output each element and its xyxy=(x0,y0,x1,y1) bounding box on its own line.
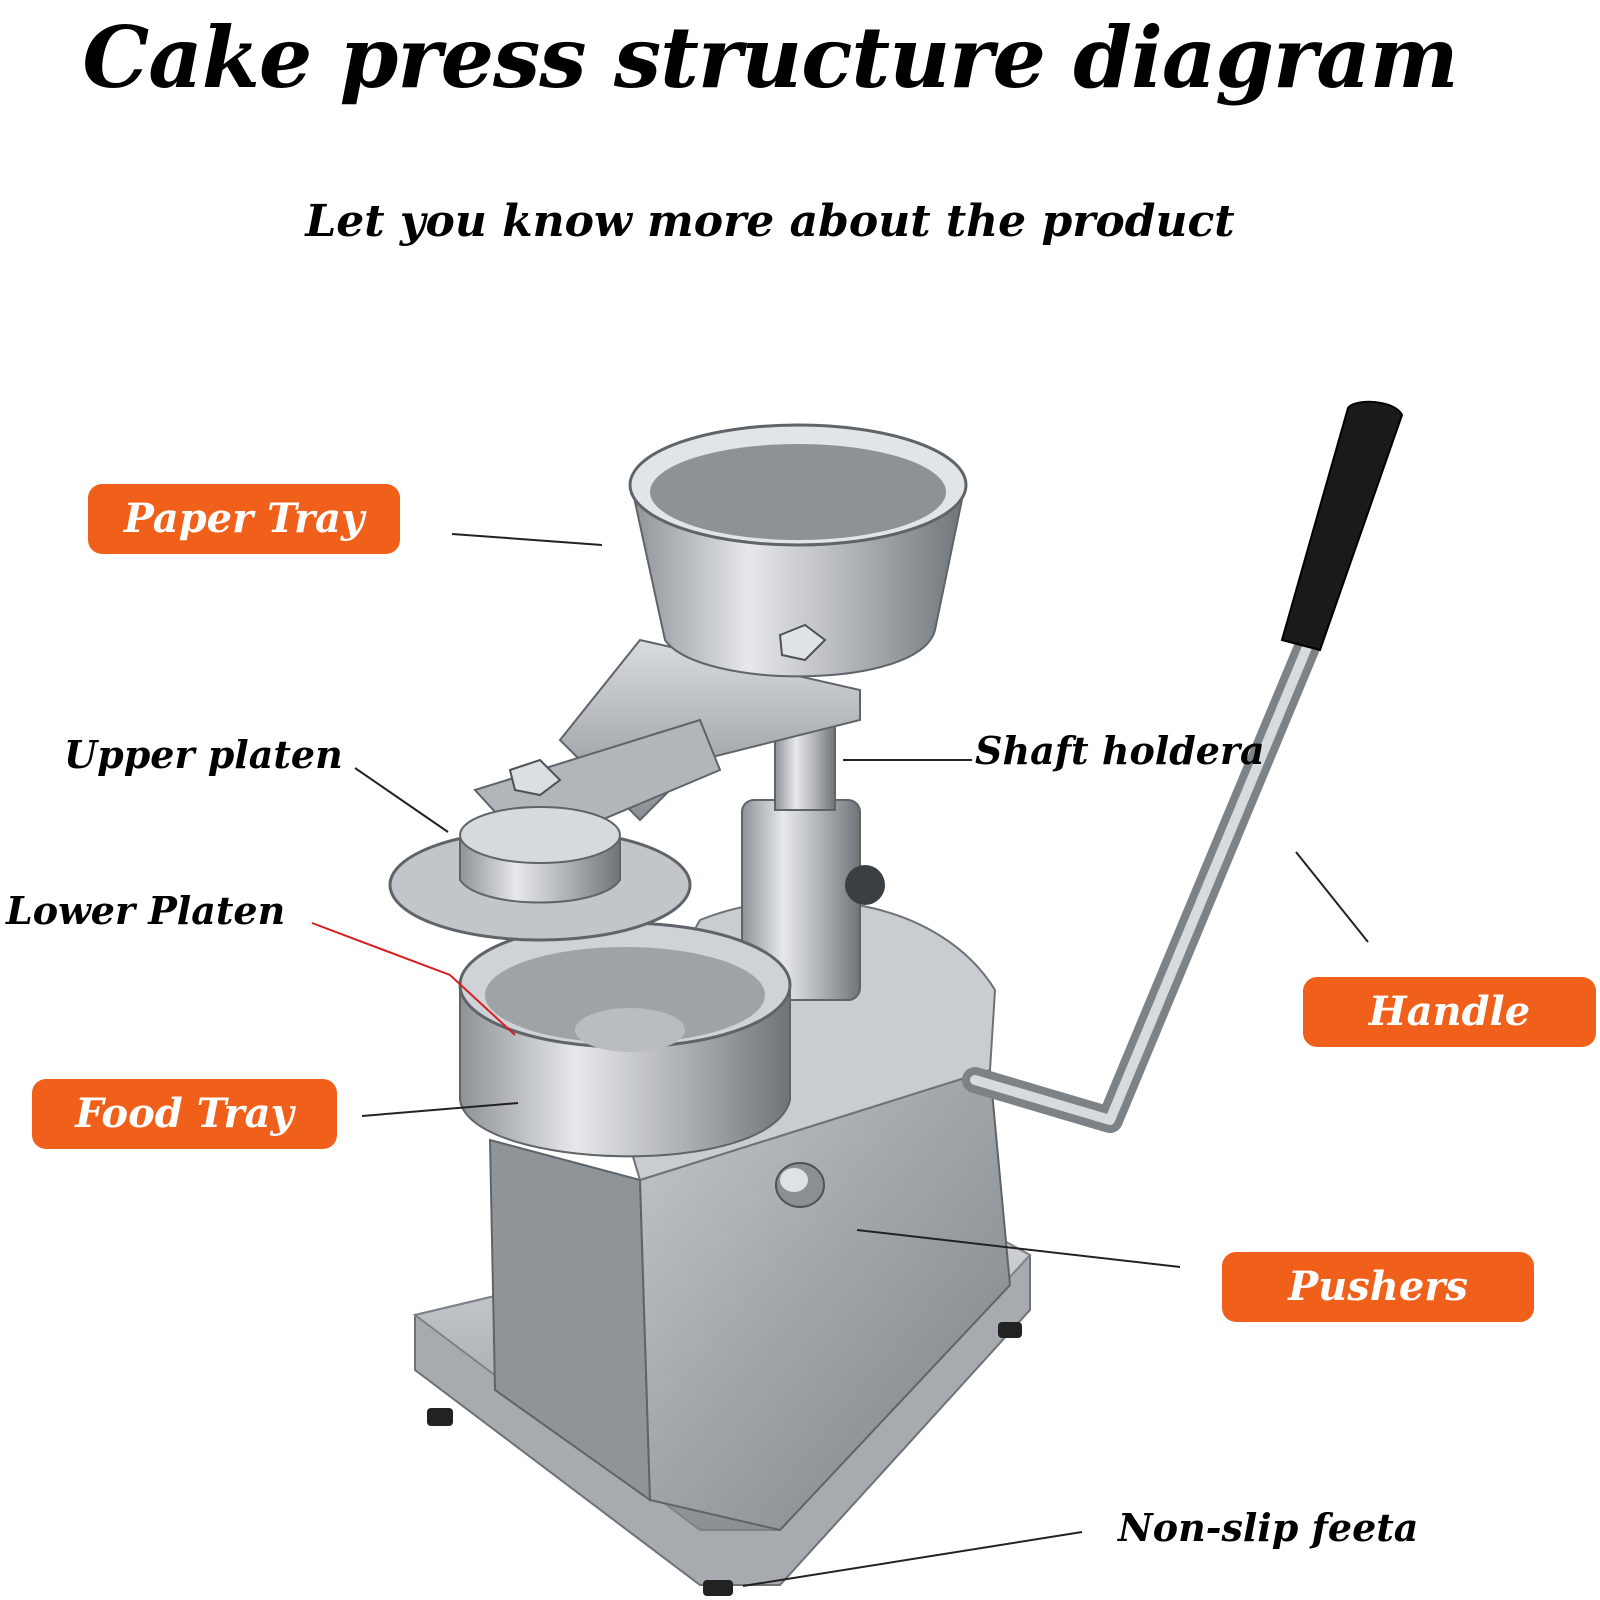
pushers-label: Pushers xyxy=(1222,1252,1534,1322)
non-slip-feet-line xyxy=(742,1531,1083,1587)
page-title: Cake press structure diagram xyxy=(82,8,1458,107)
handle-crank xyxy=(962,400,1404,1133)
callout-lines xyxy=(354,533,1369,1587)
upper-platen xyxy=(388,758,692,942)
food-tray-line xyxy=(361,1102,519,1117)
paper-tray-label: Paper Tray xyxy=(88,484,400,554)
food-tray xyxy=(458,921,792,1158)
handle-line xyxy=(1295,851,1369,943)
lower-platen-line xyxy=(311,922,516,1036)
food-tray-label: Food Tray xyxy=(32,1079,337,1149)
non-slip-feet-label: Non-slip feeta xyxy=(1118,1505,1419,1550)
upper-platen-line xyxy=(354,767,449,833)
page-subtitle: Let you know more about the product xyxy=(305,196,1235,247)
handle-label: Handle xyxy=(1303,977,1596,1047)
pusher-knob xyxy=(775,1162,825,1208)
paper-tray-line xyxy=(451,533,603,546)
non-slip-feet xyxy=(427,1322,1022,1596)
pushers-line xyxy=(856,1229,1181,1268)
shaft-holder-label: Shaft holdera xyxy=(975,728,1265,773)
upper-platen-label: Upper platen xyxy=(64,732,343,777)
paper-tray xyxy=(628,423,968,678)
lower-platen-label: Lower Platen xyxy=(6,888,286,933)
